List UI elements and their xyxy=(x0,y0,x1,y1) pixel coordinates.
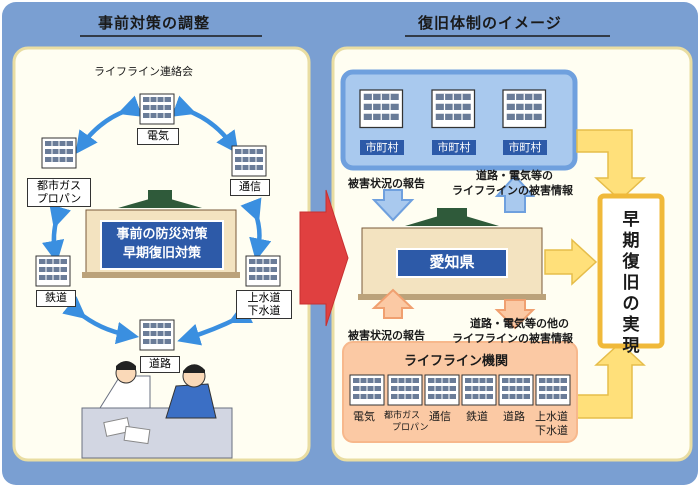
office-building-icon xyxy=(349,374,385,406)
center-line-2: 早期復旧対策 xyxy=(122,246,201,261)
agency-water-sub: 下水道 xyxy=(535,424,568,437)
office-building-icon xyxy=(502,89,547,129)
building-icon xyxy=(231,145,267,177)
recovery-arrow-right xyxy=(544,238,598,286)
arrow-electric-gas xyxy=(75,95,143,155)
municipality-label-2: 市町村 xyxy=(432,140,476,155)
node-rail: 鉄道 xyxy=(36,290,76,307)
arrow-telecom-water xyxy=(240,197,272,262)
center-line-1: 事前の防災対策 xyxy=(116,227,208,242)
office-building-icon xyxy=(461,374,497,406)
arrow-electric-telecom xyxy=(171,95,239,155)
municipality-label-1: 市町村 xyxy=(360,140,404,155)
office-building-icon xyxy=(535,374,571,406)
building-icon xyxy=(245,255,281,287)
agency-rail: 鉄道 xyxy=(466,410,488,423)
node-rail-label: 鉄道 xyxy=(45,291,67,304)
report-down-arrow xyxy=(371,189,415,222)
recovery-arrow-bottom xyxy=(576,341,646,419)
recovery-box xyxy=(597,193,665,349)
recovery-arrow-top xyxy=(576,129,646,202)
agency-gas: 都市ガス xyxy=(384,411,421,421)
office-building-icon xyxy=(387,374,423,406)
road-info-top-line2: ライフラインの被害情報 xyxy=(452,184,573,197)
building-icon xyxy=(139,319,175,351)
info-up-arrow xyxy=(494,174,536,213)
node-water: 上水道 下水道 xyxy=(236,290,292,320)
agency-road: 道路 xyxy=(503,410,525,423)
main-red-arrow xyxy=(299,189,349,327)
node-gas-label-2: プロパン xyxy=(36,191,82,205)
damage-report-label-top: 被害状況の報告 xyxy=(348,177,425,190)
node-telecom: 通信 xyxy=(230,179,270,196)
lifeline-cycle-arrows xyxy=(41,95,272,346)
arrow-water-road xyxy=(177,302,254,346)
council-label: ライフライン連絡会 xyxy=(94,65,193,78)
municipality-buildings xyxy=(359,89,547,129)
office-building-icon xyxy=(359,89,404,129)
office-building-icon xyxy=(498,374,534,406)
node-road: 道路 xyxy=(140,356,180,373)
building-icon xyxy=(41,137,77,169)
node-road-label: 道路 xyxy=(149,357,171,370)
arrow-gas-rail xyxy=(41,204,71,264)
building-icon xyxy=(139,93,175,125)
left-panel-title: 事前対策の調整 xyxy=(98,14,211,32)
prefecture-label: 愛知県 xyxy=(429,253,475,271)
info-down-arrow xyxy=(494,299,536,330)
office-building-icon xyxy=(424,374,460,406)
node-water-label-2: 下水道 xyxy=(247,303,281,317)
agency-electric: 電気 xyxy=(353,410,375,423)
office-building-icon xyxy=(431,89,476,129)
node-electric: 電気 xyxy=(137,128,179,145)
right-panel-title: 復旧体制のイメージ xyxy=(418,14,562,32)
agency-water: 上水道 xyxy=(535,410,568,423)
recovery-label: 早期復旧の実現 xyxy=(622,210,640,356)
node-telecom-label: 通信 xyxy=(239,180,261,193)
report-up-arrow xyxy=(371,288,415,319)
people-meeting-icon xyxy=(81,361,233,459)
node-gas: 都市ガス プロパン xyxy=(27,178,91,208)
lifeline-agencies-box xyxy=(342,341,578,443)
municipality-label-3: 市町村 xyxy=(503,140,547,155)
damage-report-label-bottom: 被害状況の報告 xyxy=(348,329,425,342)
center-plan-box: 事前の防災対策 早期復旧対策 xyxy=(100,220,224,270)
agency-telecom: 通信 xyxy=(429,410,451,423)
node-water-label-1: 上水道 xyxy=(247,291,281,304)
arrow-rail-road xyxy=(62,296,140,345)
node-gas-label-1: 都市ガス xyxy=(37,179,81,192)
road-info-bottom-line2: ライフラインの被害情報 xyxy=(452,332,573,345)
agency-gas-sub: プロパン xyxy=(392,423,429,433)
agencies-title: ライフライン機関 xyxy=(404,354,509,369)
road-info-top-line1: 道路・電気等の xyxy=(476,169,553,182)
road-info-bottom-line1: 道路・電気等の他の xyxy=(470,317,569,330)
building-icon xyxy=(35,255,71,287)
node-electric-label: 電気 xyxy=(147,129,169,142)
prefecture-label-box: 愛知県 xyxy=(396,248,508,278)
